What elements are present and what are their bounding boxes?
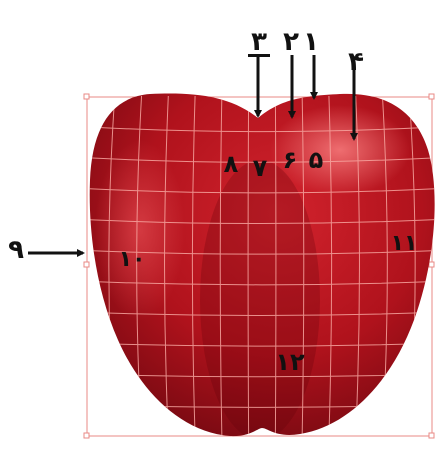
mesh-line-vertical <box>248 96 249 436</box>
label-9: ۹ <box>8 235 24 265</box>
mesh-line-vertical <box>275 96 276 436</box>
label-7: ۷ <box>253 154 268 182</box>
label-5: ۵ <box>309 146 324 174</box>
label-1: ۱ <box>303 27 319 57</box>
label-11: ۱۱ <box>391 231 418 256</box>
label-3: ۳ <box>251 27 267 57</box>
apple-shadow-center <box>200 160 320 440</box>
label-10: ۱۰ <box>119 247 146 272</box>
label-6: ۶ <box>283 146 298 174</box>
label-2: ۲ <box>283 27 299 57</box>
label-4: ۴ <box>348 47 364 77</box>
label-8: ۸ <box>224 150 239 178</box>
label-12: ۱۲ <box>275 348 305 376</box>
